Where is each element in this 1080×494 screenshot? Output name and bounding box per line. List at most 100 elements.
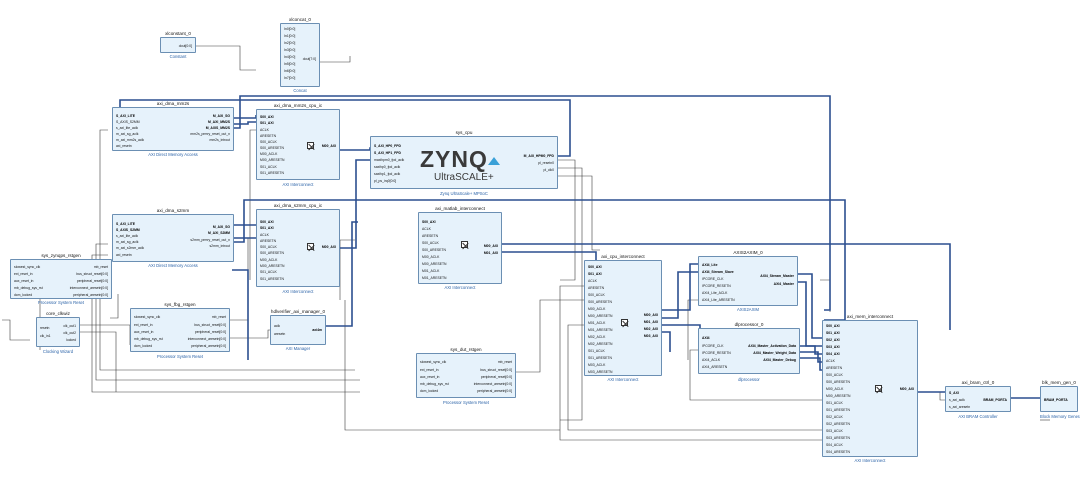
pin-interconnect-aresetn[interactable]: interconnect_aresetn[0:0]	[473, 382, 512, 386]
pin-saxihp0-fpd-aclk[interactable]: saxihp0_fpd_aclk	[374, 165, 401, 169]
pin-s00-axi[interactable]: S00_AXI	[422, 220, 436, 224]
block-body[interactable]: S_AXI_HP0_FPD S_AXI_HP1_FPD maxihpm0_fpd…	[370, 136, 558, 189]
block-axi-mem-interconnect[interactable]: axi_mem_interconnect S00_AXI S01_AXI S02…	[822, 314, 918, 464]
block-body[interactable]: S00_AXI S01_AXI ACLK ARESETN S00_ACLK S0…	[584, 260, 662, 376]
pin-pl-ps-irq0[interactable]: pl_ps_irq0[0:0]	[374, 179, 397, 183]
pin-aclk[interactable]: ACLK	[826, 359, 835, 363]
block-sys-cpu[interactable]: sys_cpu S_AXI_HP0_FPD S_AXI_HP1_FPD maxi…	[370, 130, 558, 197]
pin-m-axi-sg-aclk[interactable]: m_axi_sg_aclk	[116, 132, 139, 136]
pin-m00-aclk[interactable]: M00_ACLK	[588, 307, 606, 311]
pin-m00-aresetn[interactable]: M00_ARESETN	[422, 262, 447, 266]
pin-s01-axi[interactable]: S01_AXI	[588, 272, 602, 276]
pin-peripheral-aresetn[interactable]: peripheral_aresetn[0:0]	[191, 344, 226, 348]
pin-aclk[interactable]: ACLK	[588, 279, 597, 283]
block-body[interactable]: BRAM_PORTA	[1040, 386, 1078, 412]
pin-m00-axi[interactable]: M00_AXI	[899, 387, 914, 391]
pin-axi4-stream-slave[interactable]: AXI4_Stream_Slave	[702, 270, 734, 274]
block-axi-matlab-interconnect[interactable]: axi_matlab_interconnect S00_AXI ACLK ARE…	[418, 206, 502, 292]
pin-aclk[interactable]: ACLK	[260, 233, 269, 237]
pin-s-axi-lite-aclk[interactable]: s_axi_lite_aclk	[116, 234, 139, 238]
pin-ext-reset-in[interactable]: ext_reset_in	[14, 272, 33, 276]
pin-dcm-locked[interactable]: dcm_locked	[420, 389, 439, 393]
pin-in4[interactable]: In4[0:0]	[284, 55, 296, 59]
pin-m00-aresetn[interactable]: M00_ARESETN	[260, 264, 285, 268]
pin-interconnect-aresetn[interactable]: interconnect_aresetn[0:0]	[187, 337, 226, 341]
pin-s02-axi[interactable]: S02_AXI	[826, 338, 840, 342]
pin-m00-aclk[interactable]: M00_ACLK	[826, 387, 844, 391]
pin-m02-axi[interactable]: M02_AXI	[643, 327, 658, 331]
block-body[interactable]: aclk aresetn axi4m	[270, 315, 326, 345]
pin-s01-axi[interactable]: S01_AXI	[260, 121, 274, 125]
pin-pl-clk0[interactable]: pl_clk0	[543, 168, 554, 172]
pin-s01-aresetn[interactable]: S01_ARESETN	[260, 171, 284, 175]
pin-m-axi-s2mm[interactable]: M_AXI_S2MM	[207, 231, 230, 235]
pin-m01-aresetn[interactable]: M01_ARESETN	[588, 328, 613, 332]
block-axi-bram-ctrl-0[interactable]: axi_bram_ctrl_0 S_AXI s_axi_aclk s_axi_a…	[945, 380, 1011, 420]
pin-mm2s-prmry-reset-out-n[interactable]: mm2s_prmry_reset_out_n	[190, 132, 230, 136]
pin-saxihp1-fpd-aclk[interactable]: saxihp1_fpd_aclk	[374, 172, 401, 176]
pin-pl-resetn0[interactable]: pl_resetn0	[538, 161, 554, 165]
pin-ext-reset-in[interactable]: ext_reset_in	[134, 323, 153, 327]
block-body[interactable]: AXI4_Lite AXI4_Stream_Slave IPCORE_CLK I…	[698, 256, 798, 306]
block-blk-mem-gen-0[interactable]: blk_mem_gen_0 BRAM_PORTA Block Memory Ge…	[1040, 380, 1080, 420]
pin-s00-aresetn[interactable]: S00_ARESETN	[588, 300, 612, 304]
pin-aclk[interactable]: aclk	[274, 324, 281, 328]
pin-axi-resetn[interactable]: axi_resetn	[116, 144, 132, 148]
pin-s-axis-s2mm[interactable]: S_AXIS_S2MM	[116, 120, 140, 124]
pin-s00-aclk[interactable]: S00_ACLK	[260, 140, 277, 144]
pin-axi4-lite-aclk[interactable]: AXI4_Lite_ACLK	[702, 291, 728, 295]
pin-s04-aresetn[interactable]: S04_ARESETN	[826, 450, 850, 454]
pin-aux-reset-in[interactable]: aux_reset_in	[420, 375, 440, 379]
pin-axi4-master-debug[interactable]: AXI4_Master_Debug	[763, 358, 796, 362]
block-sys-fbg-rstgen[interactable]: sys_fbg_rstgen slowest_sync_clk ext_rese…	[130, 302, 230, 360]
pin-m02-aresetn[interactable]: M02_ARESETN	[588, 342, 613, 346]
pin-m-axi-sg-aclk[interactable]: m_axi_sg_aclk	[116, 240, 139, 244]
block-axi-dma-mm2s-cpu-ic[interactable]: axi_dma_mm2s_cpu_ic S00_AXI S01_AXI ACLK…	[256, 103, 340, 188]
block-body[interactable]: S_AXI_LITE S_AXIS_S2MM s_axi_lite_aclk m…	[112, 107, 234, 151]
pin-m00-axi[interactable]: M00_AXI	[321, 245, 336, 249]
pin-dcm-locked[interactable]: dcm_locked	[14, 293, 33, 297]
pin-clk-in1[interactable]: clk_in1	[40, 334, 51, 338]
block-axi-dma-s2mm[interactable]: axi_dma_s2mm S_AXI_LITE S_AXIS_S2MM s_ax…	[112, 208, 234, 270]
pin-axi4-aresetn[interactable]: AXI4_ARESETN	[702, 365, 728, 369]
block-core-clkwiz[interactable]: core_clkwiz resetn clk_in1 clk_out1 clk_…	[36, 311, 80, 355]
pin-s01-aclk[interactable]: S01_ACLK	[826, 401, 843, 405]
pin-s-axi-aclk[interactable]: s_axi_aclk	[949, 398, 965, 402]
block-body[interactable]: resetn clk_in1 clk_out1 clk_out2 locked	[36, 317, 80, 347]
block-sys-dut-rstgen[interactable]: sys_dut_rstgen slowest_sync_clk ext_rese…	[416, 347, 516, 407]
block-axi-dma-mm2s[interactable]: axi_dma_mm2s S_AXI_LITE S_AXIS_S2MM s_ax…	[112, 101, 234, 159]
pin-in3[interactable]: In3[0:0]	[284, 48, 296, 52]
pin-bus-struct-reset[interactable]: bus_struct_reset[0:0]	[194, 323, 226, 327]
pin-axi-resetn[interactable]: axi_resetn	[116, 253, 132, 257]
pin-dcm-locked[interactable]: dcm_locked	[134, 344, 153, 348]
pin-mb-debug-sys-rst[interactable]: mb_debug_sys_rst	[14, 286, 43, 290]
pin-mb-reset[interactable]: mb_reset	[497, 360, 512, 364]
pin-aresetn[interactable]: ARESETN	[260, 239, 277, 243]
pin-aresetn[interactable]: ARESETN	[260, 134, 277, 138]
pin-peripheral-reset[interactable]: peripheral_reset[0:0]	[76, 279, 108, 283]
pin-aux-reset-in[interactable]: aux_reset_in	[14, 279, 34, 283]
pin-bus-struct-reset[interactable]: bus_struct_reset[0:0]	[480, 368, 512, 372]
pin-mm2s-introut[interactable]: mm2s_introut	[209, 138, 230, 142]
pin-m00-aclk[interactable]: M00_ACLK	[260, 152, 278, 156]
block-body[interactable]: S00_AXI ACLK ARESETN S00_ACLK S00_ARESET…	[418, 212, 502, 284]
block-xlconcat-0[interactable]: xlconcat_0 In0[0:0] In1[0:0] In2[0:0] In…	[280, 17, 320, 95]
pin-s02-aresetn[interactable]: S02_ARESETN	[826, 422, 850, 426]
pin-s00-aclk[interactable]: S00_ACLK	[260, 245, 277, 249]
pin-s00-aclk[interactable]: S00_ACLK	[422, 241, 439, 245]
pin-aclk[interactable]: ACLK	[422, 227, 431, 231]
pin-s00-aresetn[interactable]: S00_ARESETN	[422, 248, 446, 252]
pin-aresetn[interactable]: ARESETN	[826, 366, 843, 370]
pin-bus-struct-reset[interactable]: bus_struct_reset[0:0]	[76, 272, 108, 276]
pin-s-axi[interactable]: S_AXI	[949, 391, 959, 395]
block-body[interactable]: S00_AXI S01_AXI ACLK ARESETN S00_ACLK S0…	[256, 209, 340, 287]
pin-s01-aclk[interactable]: S01_ACLK	[260, 165, 277, 169]
pin-ipcore-clk[interactable]: IPCORE_CLK	[702, 277, 724, 281]
pin-in7[interactable]: In7[0:0]	[284, 76, 296, 80]
block-axis2axim-0[interactable]: AXIS2AXIM_0 AXI4_Lite AXI4_Stream_Slave …	[698, 250, 798, 314]
block-body[interactable]: S00_AXI S01_AXI S02_AXI S03_AXI S04_AXI …	[822, 320, 918, 457]
pin-s2mm-introut[interactable]: s2mm_introut	[209, 244, 230, 248]
pin-aresetn[interactable]: aresetn	[274, 332, 286, 336]
pin-dout[interactable]: dout[0:0]	[178, 44, 192, 48]
pin-s-axis-s2mm[interactable]: S_AXIS_S2MM	[116, 228, 140, 232]
